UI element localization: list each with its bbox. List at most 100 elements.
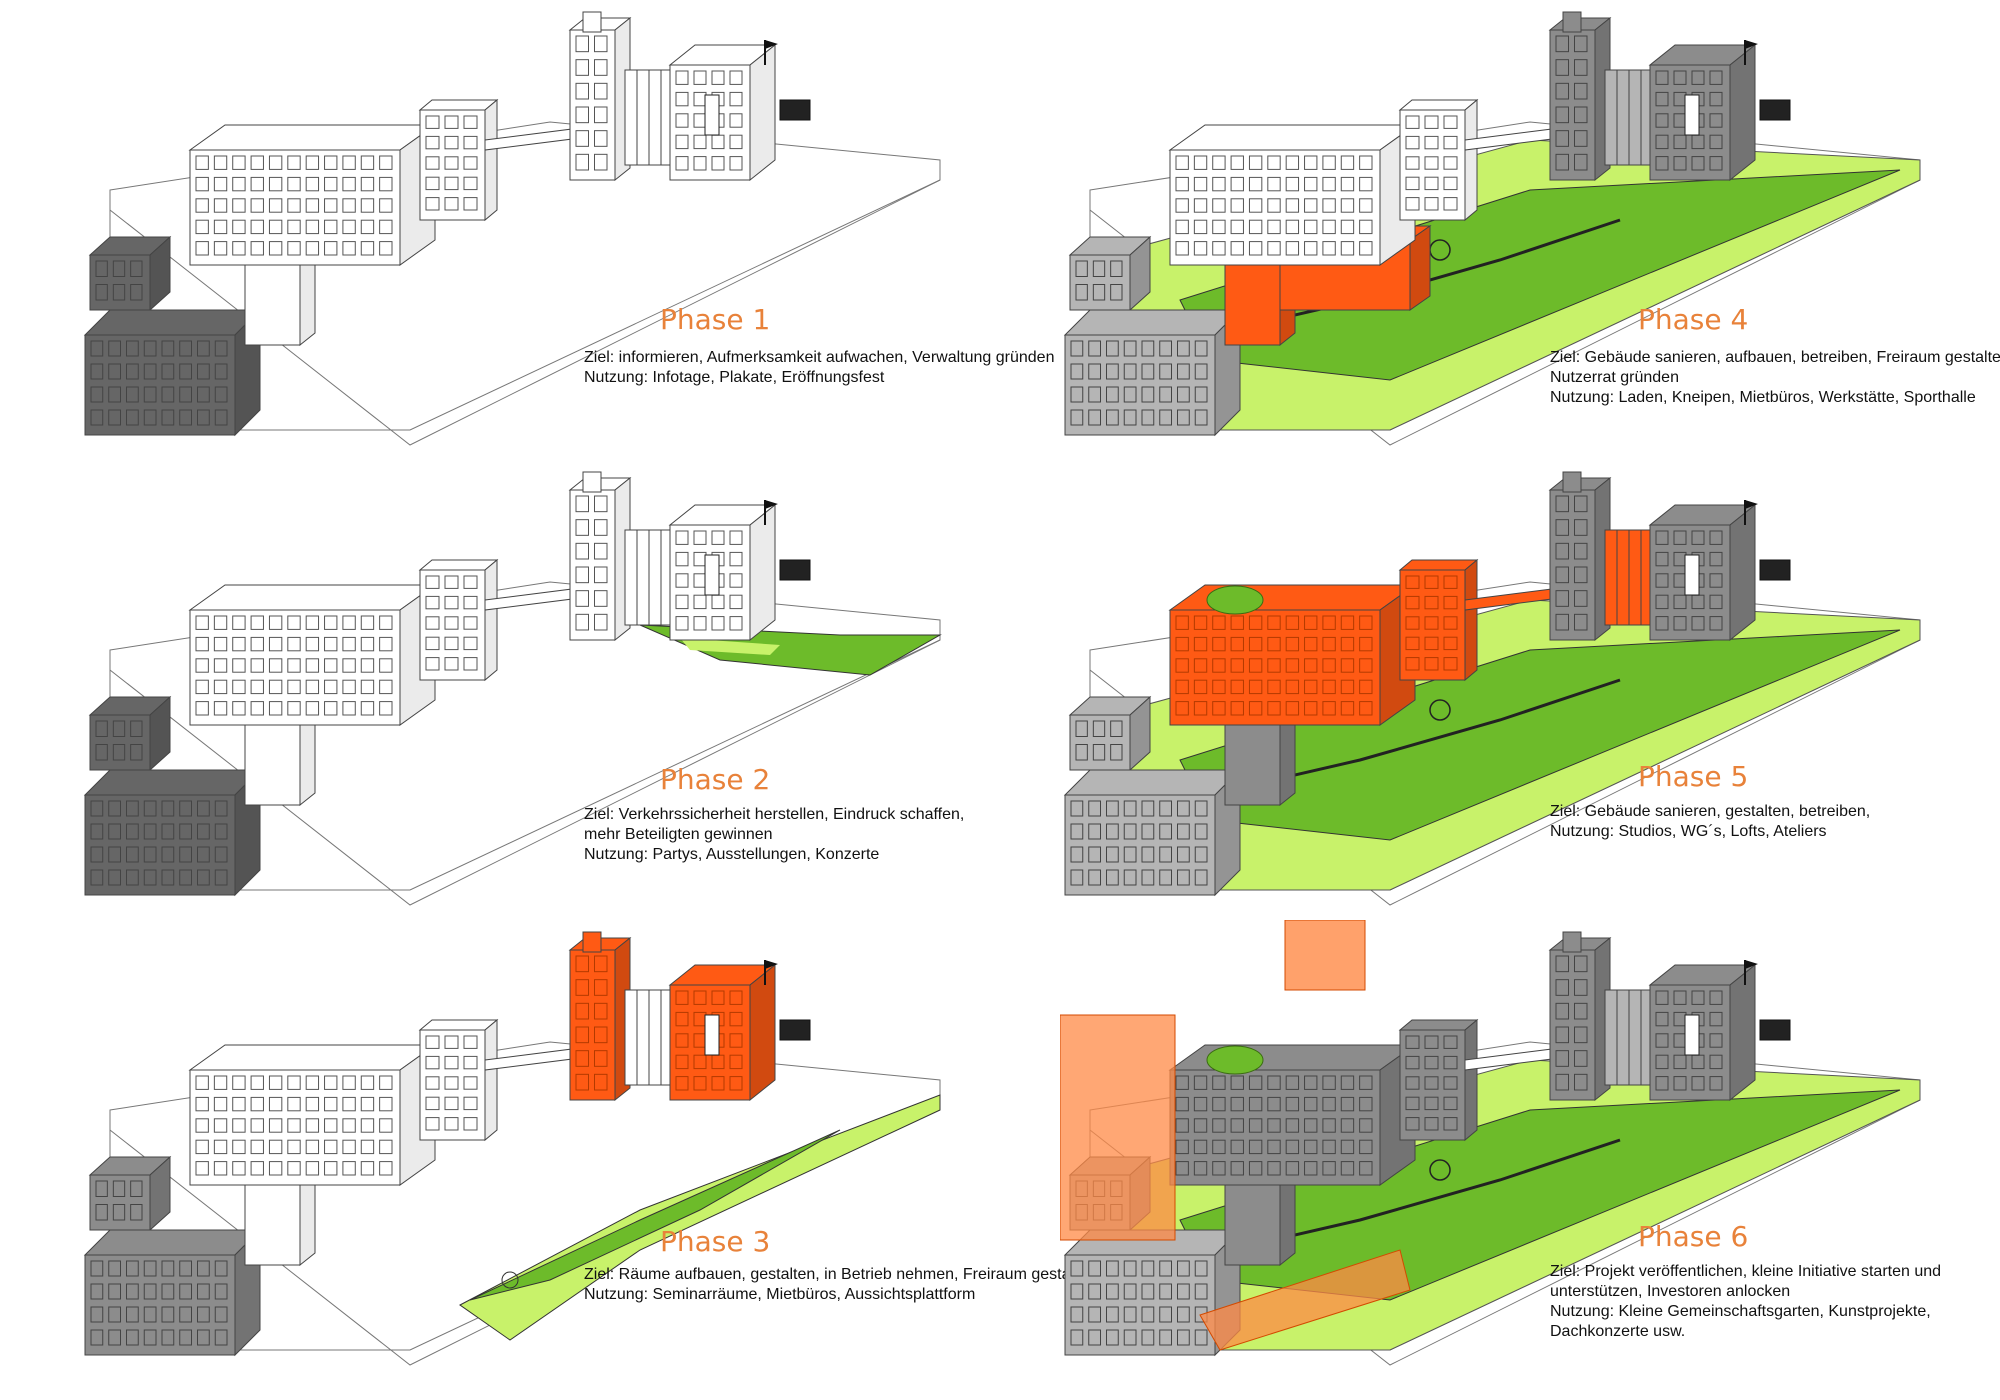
right-block-window — [711, 70, 725, 85]
main-block-window — [1248, 219, 1263, 235]
main-block-window — [1304, 701, 1318, 716]
right-block-window — [1673, 616, 1687, 631]
main-block-window — [1230, 176, 1244, 192]
site-edge — [109, 639, 941, 906]
main-block-window — [1340, 679, 1355, 695]
tower-window — [575, 495, 589, 513]
tower-window — [1574, 106, 1588, 124]
tower-top — [1562, 471, 1582, 493]
main-block-window — [1267, 219, 1281, 235]
main-block-window — [1267, 176, 1281, 192]
middle-block-roof — [1398, 559, 1479, 571]
middle-block-window — [1443, 616, 1458, 630]
main-block — [188, 584, 437, 726]
main-block-window — [232, 1075, 246, 1090]
left-row-houses-window — [108, 1306, 121, 1323]
left-small-house — [1068, 695, 1152, 772]
tower-window — [1555, 519, 1569, 536]
main-block-window — [360, 658, 375, 673]
right-block-window — [693, 1076, 707, 1091]
left-small-house-window — [95, 1204, 108, 1221]
right-block-window — [693, 1054, 707, 1070]
middle-block-window — [1405, 1096, 1420, 1111]
right-block-window — [711, 990, 725, 1005]
left-row-houses-window — [197, 363, 210, 380]
middle-block-window — [444, 636, 459, 651]
main-block-window — [324, 155, 338, 170]
phase-panel-6: Phase 6 Ziel: Projekt veröffentlichen, k… — [1060, 920, 2000, 1390]
main-block-window — [232, 1096, 246, 1112]
main-block-window — [268, 1096, 283, 1112]
right-block-window — [1655, 573, 1669, 588]
main-block-window — [324, 1161, 338, 1176]
main-block-window — [379, 679, 393, 695]
main-block-window — [1193, 1161, 1208, 1176]
tower-window — [594, 82, 608, 100]
phase-3-title: Phase 3 — [660, 1225, 771, 1258]
main-block — [1168, 124, 1417, 266]
left-row-houses-window — [1159, 800, 1172, 817]
phase-panel-4: Phase 4 Ziel: Gebäude sanieren, aufbauen… — [1060, 0, 2000, 465]
left-row-houses-window — [214, 386, 228, 403]
phase-2-line-2: mehr Beteiligten gewinnen — [584, 826, 773, 843]
tower-window — [575, 130, 589, 147]
main-block-window — [324, 1096, 338, 1112]
left-row-houses-window — [197, 1283, 210, 1300]
phase-2-title: Phase 2 — [660, 763, 771, 796]
right-block-side — [749, 503, 776, 642]
left-row-houses-window — [1070, 340, 1084, 357]
left-row-houses-window — [1194, 823, 1208, 840]
right-block-window — [675, 573, 689, 588]
silo — [636, 529, 650, 626]
phase-5-line-1: Ziel: Gebäude sanieren, gestalten, betre… — [1550, 803, 1871, 820]
main-block-window — [213, 241, 228, 256]
left-row-houses-window — [143, 800, 157, 817]
main-block-window — [1175, 1096, 1189, 1112]
left-row-houses-window — [1088, 823, 1101, 840]
green-lawn — [469, 1129, 841, 1301]
main-block-window — [1304, 679, 1318, 695]
left-row-houses-window — [179, 363, 192, 380]
middle-block-window — [463, 1076, 478, 1090]
main-block-window — [1248, 1075, 1263, 1090]
left-row-houses-window — [108, 1329, 121, 1346]
main-block-roof — [188, 1044, 437, 1071]
left-small-house-window — [1092, 260, 1106, 277]
main-block-window — [360, 219, 375, 235]
left-row-houses-window — [1141, 409, 1155, 426]
main-block-window — [268, 241, 283, 256]
tower-window — [1555, 1026, 1569, 1044]
main-block-window — [250, 1139, 264, 1155]
left-row-houses — [1063, 308, 1242, 437]
main-block-window — [1359, 701, 1373, 716]
main-block-window — [268, 658, 283, 673]
phase-panel-1: Phase 1 Ziel: informieren, Aufmerksamkei… — [0, 0, 1080, 465]
left-row-houses-front — [84, 794, 236, 896]
main-block-window — [1340, 219, 1355, 235]
right-block-window — [1709, 134, 1723, 150]
right-block-window — [729, 1054, 743, 1070]
right-block-window — [1655, 530, 1669, 545]
left-row-houses-window — [108, 869, 121, 886]
middle-block-window — [444, 1117, 459, 1131]
left-row-houses-window — [179, 386, 192, 403]
main-block-window — [1322, 1139, 1336, 1155]
middle-block-window — [1424, 595, 1439, 610]
main-block-window — [1340, 198, 1355, 213]
left-small-house-window — [112, 260, 126, 277]
phase-3-axonometric-diagram — [83, 931, 941, 1366]
right-block-side — [1729, 963, 1756, 1102]
silo — [624, 989, 638, 1086]
main-block-window — [1359, 1075, 1373, 1090]
billboard-sign — [1759, 1019, 1791, 1041]
tower-window — [1555, 566, 1569, 584]
main-block-window — [1267, 1075, 1281, 1090]
left-row-houses-window — [1088, 409, 1101, 426]
main-block-window — [287, 241, 301, 256]
main-block-window — [232, 1118, 246, 1133]
left-row-houses-window — [126, 1306, 139, 1323]
main-block-window — [287, 1161, 301, 1176]
main-block-window — [232, 219, 246, 235]
left-row-houses-window — [1159, 386, 1172, 403]
main-block-window — [250, 615, 264, 630]
